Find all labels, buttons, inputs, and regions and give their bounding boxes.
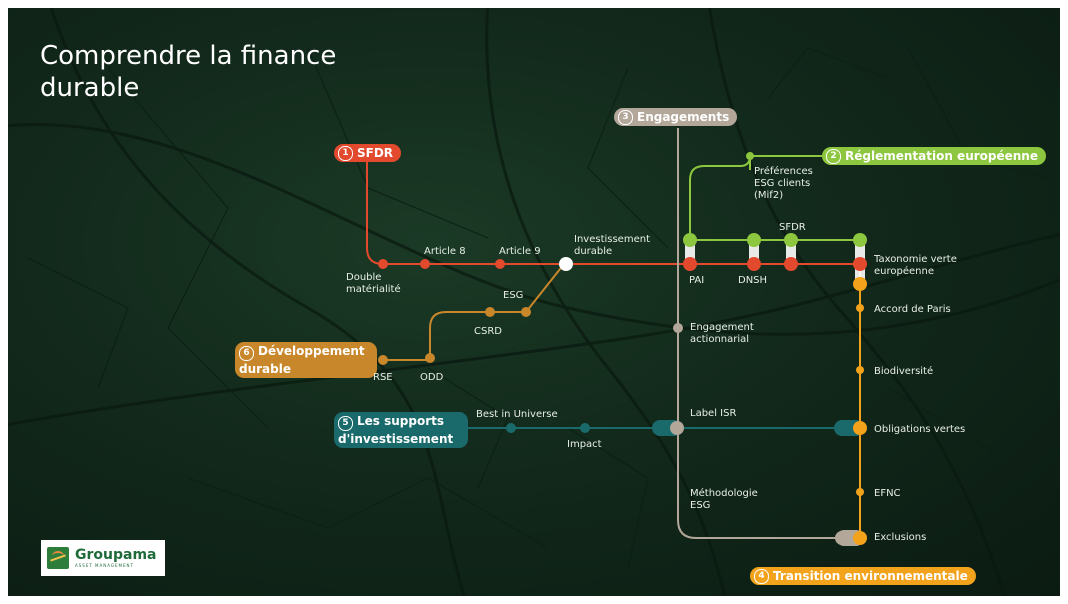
station-exclusions bbox=[853, 531, 867, 545]
station-dnsh-green bbox=[747, 233, 761, 247]
label-efnc: EFNC bbox=[874, 488, 901, 499]
label-article8: Article 8 bbox=[424, 246, 466, 257]
label-engagement-actionnarial: Engagement actionnarial bbox=[690, 322, 754, 345]
station-sfdr-green bbox=[784, 233, 798, 247]
label-rse: RSE bbox=[373, 372, 393, 383]
label-methodologie-esg: Méthodologie ESG bbox=[690, 488, 758, 511]
station-taxonomie-orange bbox=[853, 277, 867, 291]
diagram-canvas: Comprendre la finance durable 1 SFDR 2 R… bbox=[8, 8, 1060, 596]
station-preferences-esg bbox=[746, 152, 754, 160]
line-number: 5 bbox=[338, 416, 353, 431]
line-label: Développement durable bbox=[239, 344, 365, 376]
line-badge-sfdr: 1 SFDR bbox=[334, 144, 402, 162]
label-double-materialite: Double matérialité bbox=[346, 272, 401, 295]
station-odd bbox=[425, 353, 435, 363]
logo-text: Groupama ASSET MANAGEMENT bbox=[75, 546, 157, 569]
station-exclusions-grey bbox=[835, 531, 849, 545]
station-accord-paris bbox=[856, 304, 864, 312]
label-dnsh: DNSH bbox=[738, 275, 768, 286]
line-label: Engagements bbox=[637, 110, 730, 124]
station-dnsh-red bbox=[747, 257, 761, 271]
interchange-dnsh bbox=[749, 240, 759, 264]
station-taxonomie-red bbox=[853, 257, 867, 271]
line-label: Réglementation européenne bbox=[845, 149, 1038, 163]
line-number: 4 bbox=[754, 568, 769, 584]
logo-name: Groupama bbox=[75, 546, 157, 563]
station-esg bbox=[521, 307, 531, 317]
station-efnc bbox=[856, 488, 864, 496]
station-label-isr bbox=[670, 421, 684, 435]
label-sfdr: SFDR bbox=[779, 222, 806, 233]
label-odd: ODD bbox=[420, 372, 444, 383]
label-impact: Impact bbox=[567, 439, 602, 450]
label-obligations-vertes: Obligations vertes bbox=[874, 424, 966, 435]
station-biodiversite bbox=[856, 366, 864, 374]
station-taxonomie-green bbox=[853, 233, 867, 247]
interchange-sfdr bbox=[786, 240, 796, 264]
station-obligations-vertes bbox=[853, 421, 867, 435]
label-exclusions: Exclusions bbox=[874, 532, 927, 543]
station-pai-green bbox=[683, 233, 697, 247]
label-accord-paris: Accord de Paris bbox=[874, 304, 951, 315]
label-investissement-durable: Investissement durable bbox=[574, 234, 650, 257]
station-csrd bbox=[485, 307, 495, 317]
line-label: Transition environnementale bbox=[773, 569, 968, 583]
label-best-in-universe: Best in Universe bbox=[476, 409, 558, 420]
station-sfdr-red bbox=[784, 257, 798, 271]
metro-diagram bbox=[366, 128, 867, 546]
station-double-materialite bbox=[378, 259, 388, 269]
groupama-logo-icon bbox=[47, 547, 69, 569]
groupama-logo: Groupama ASSET MANAGEMENT bbox=[41, 540, 165, 576]
page-title: Comprendre la finance durable bbox=[40, 41, 337, 103]
station-pai-red bbox=[683, 257, 697, 271]
label-pai: PAI bbox=[689, 275, 705, 286]
label-article9: Article 9 bbox=[499, 246, 541, 257]
developpement-line bbox=[384, 263, 565, 361]
station-article9 bbox=[495, 259, 505, 269]
station-impact bbox=[580, 423, 590, 433]
label-esg: ESG bbox=[503, 290, 524, 301]
station-article8 bbox=[420, 259, 430, 269]
line-label: Les supports d'investissement bbox=[338, 414, 454, 446]
label-label-isr: Label ISR bbox=[690, 408, 737, 419]
station-best-in-universe bbox=[506, 423, 516, 433]
label-biodiversite: Biodiversité bbox=[874, 366, 934, 377]
label-taxonomie: Taxonomie verte européenne bbox=[874, 254, 957, 277]
label-preferences-esg: Préférences ESG clients (Mif2) bbox=[754, 166, 813, 201]
line-number: 1 bbox=[338, 145, 353, 161]
station-investissement-durable bbox=[559, 257, 573, 271]
logo-subtitle: ASSET MANAGEMENT bbox=[75, 562, 134, 568]
interchange-pai bbox=[685, 240, 695, 264]
line-label: SFDR bbox=[357, 146, 394, 160]
label-csrd: CSRD bbox=[474, 326, 502, 337]
line-badge-transition: 4 Transition environnementale bbox=[750, 567, 976, 585]
line-badge-reglementation: 2 Réglementation européenne bbox=[822, 147, 1046, 165]
line-number: 2 bbox=[826, 148, 841, 164]
line-number: 3 bbox=[618, 109, 633, 125]
engagements-line bbox=[677, 128, 844, 539]
station-engagement-actionnarial bbox=[673, 323, 683, 333]
station-rse bbox=[378, 355, 388, 365]
line-number: 6 bbox=[239, 346, 254, 361]
line-badge-engagements: 3 Engagements bbox=[614, 108, 738, 126]
